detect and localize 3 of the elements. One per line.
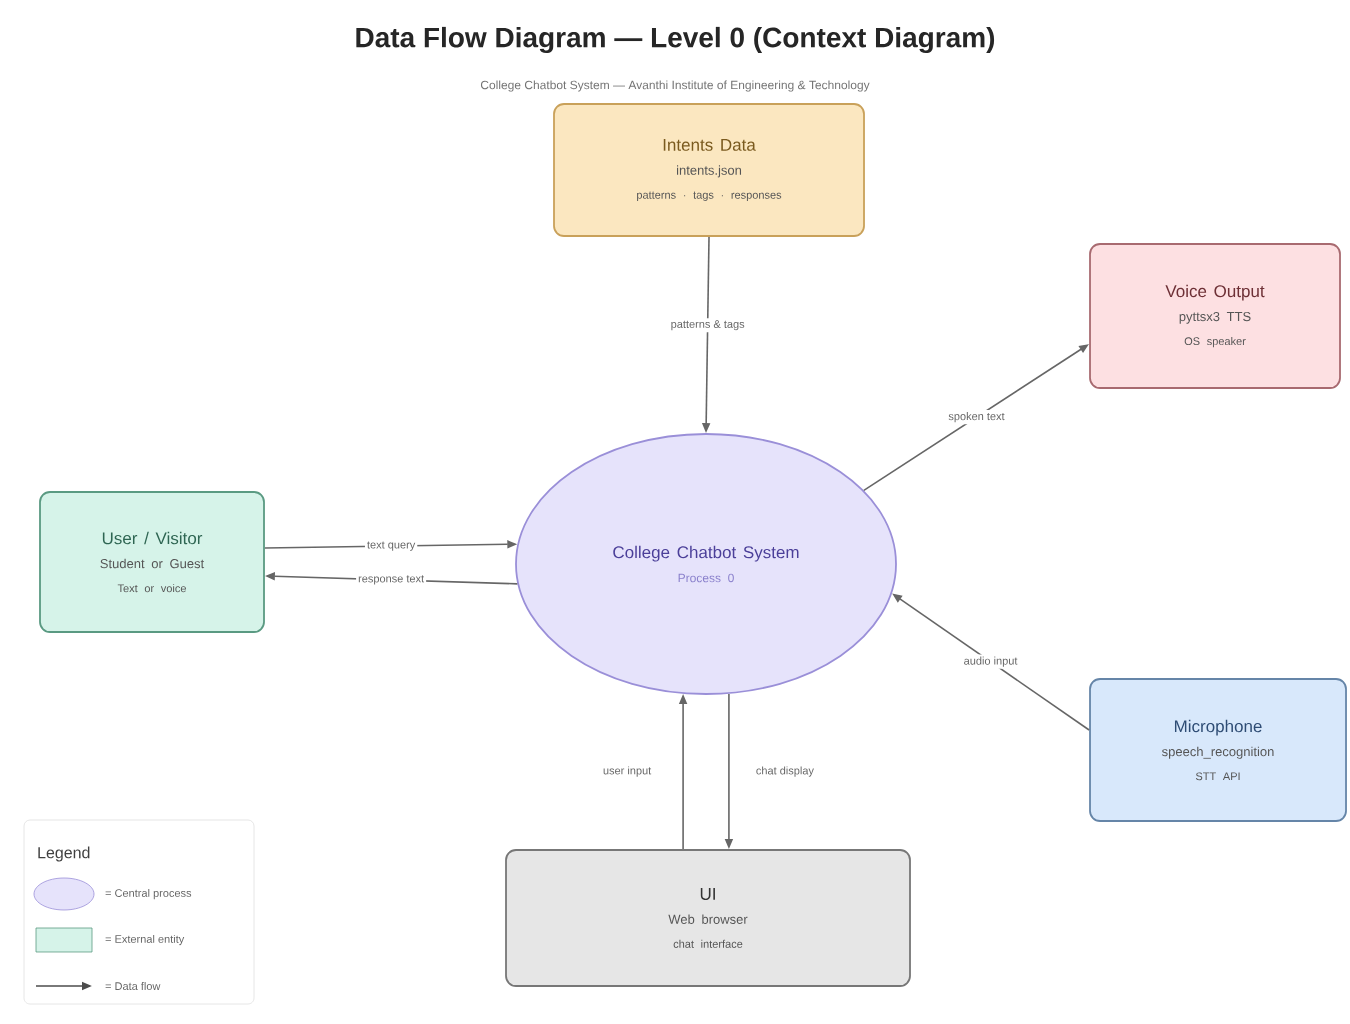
title: Data Flow Diagram — Level 0 (Context Diagram) [356, 26, 995, 54]
arrow [863, 344, 1089, 492]
legend-title: Legend [38, 846, 90, 862]
